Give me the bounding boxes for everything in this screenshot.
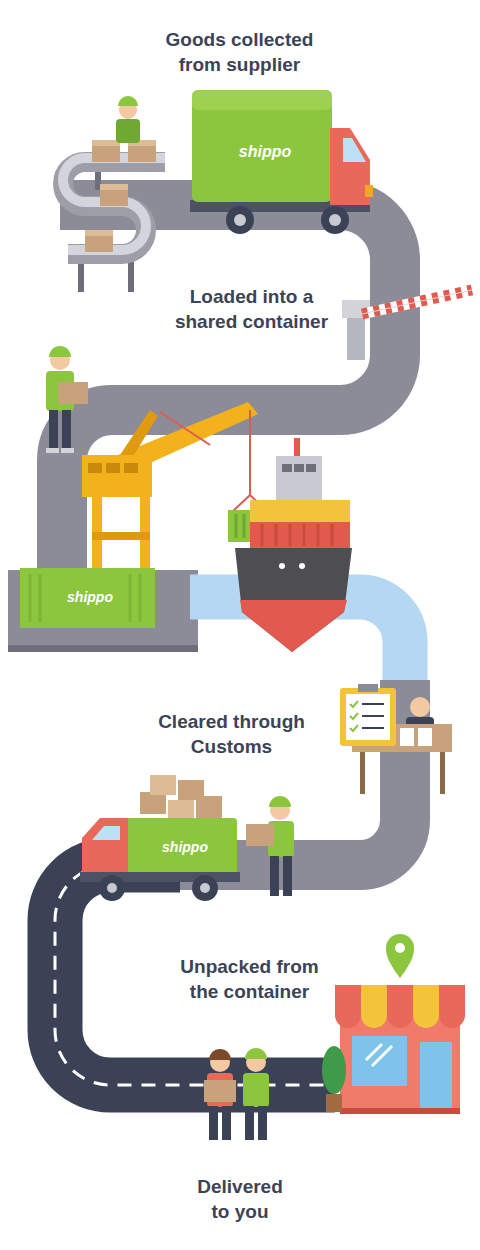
step-label: Cleared through Customs bbox=[144, 710, 319, 759]
container bbox=[20, 568, 155, 628]
gate-barrier bbox=[342, 290, 472, 360]
brand-logo: shippo bbox=[225, 142, 305, 163]
truck bbox=[190, 90, 373, 234]
recipients bbox=[204, 1048, 269, 1140]
step-label: Delivered to you bbox=[190, 1175, 290, 1224]
step-label: Loaded into a shared container bbox=[164, 285, 339, 334]
van bbox=[80, 775, 240, 901]
step-label: Unpacked from the container bbox=[167, 955, 332, 1004]
shop bbox=[335, 934, 465, 1114]
step-label: Goods collected from supplier bbox=[152, 28, 327, 77]
plant bbox=[322, 1046, 346, 1112]
brand-logo: shippo bbox=[145, 838, 225, 856]
ship bbox=[235, 438, 352, 652]
customs-desk bbox=[340, 684, 452, 794]
worker bbox=[46, 346, 88, 453]
brand-logo: shippo bbox=[50, 588, 130, 606]
road bbox=[55, 865, 335, 1085]
conveyor bbox=[63, 140, 165, 292]
water bbox=[190, 597, 405, 690]
worker bbox=[116, 96, 140, 143]
worker bbox=[246, 796, 294, 896]
road-marking bbox=[55, 865, 335, 1085]
dock-edge bbox=[8, 645, 198, 652]
